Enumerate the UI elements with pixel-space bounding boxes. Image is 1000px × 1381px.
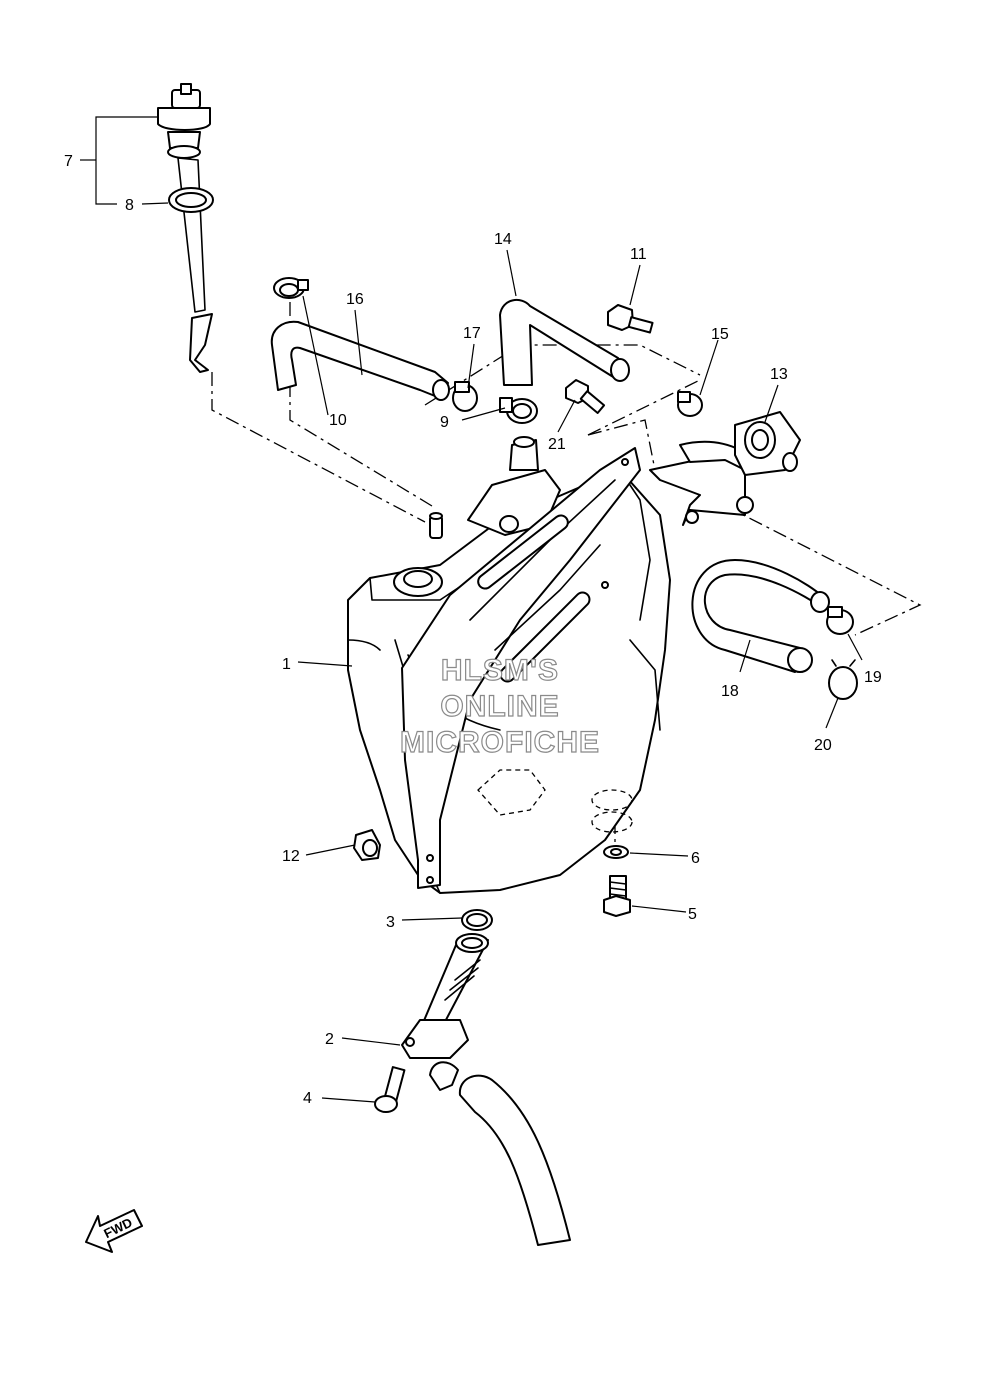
callout-17: 17 xyxy=(463,325,481,342)
o-ring-3 xyxy=(461,909,493,931)
grommet-12 xyxy=(353,829,381,861)
hose-clamp-10 xyxy=(273,277,309,299)
callout-labels: 7 8 16 17 14 11 15 13 10 9 21 1 18 19 20… xyxy=(64,153,882,1107)
watermark-line-3: MICROFICHE xyxy=(400,726,600,759)
callout-5: 5 xyxy=(688,906,697,923)
dipstick-o-ring xyxy=(168,187,214,213)
leader-lines xyxy=(80,116,863,1103)
callout-6: 6 xyxy=(691,850,700,867)
hose-clamp-15 xyxy=(677,391,703,417)
hose-clamp-19 xyxy=(826,606,854,635)
callout-12: 12 xyxy=(282,848,300,865)
forward-direction-arrow: FWD xyxy=(85,1209,143,1253)
callout-11: 11 xyxy=(630,246,647,263)
bolt-11 xyxy=(607,304,654,334)
breather-valve-assembly xyxy=(649,411,801,526)
watermark-line-2: ONLINE xyxy=(440,690,559,723)
lower-hose xyxy=(458,1074,571,1246)
callout-19: 19 xyxy=(864,669,882,686)
callout-1: 1 xyxy=(282,656,291,673)
bolt-21 xyxy=(565,379,606,414)
callout-3: 3 xyxy=(386,914,395,931)
callout-10: 10 xyxy=(329,412,347,429)
dipstick xyxy=(157,83,213,373)
callout-16: 16 xyxy=(346,291,364,308)
callout-4: 4 xyxy=(303,1090,312,1107)
callout-20: 20 xyxy=(814,737,832,754)
bolt-4 xyxy=(374,1066,406,1113)
callout-14: 14 xyxy=(494,231,512,248)
watermark-line-1: HLSM'S xyxy=(441,654,559,687)
drain-bolt-5 xyxy=(603,875,631,917)
oil-tank xyxy=(347,436,671,894)
cap-20 xyxy=(828,659,858,700)
callout-9: 9 xyxy=(440,414,449,431)
callout-2: 2 xyxy=(325,1031,334,1048)
breather-hose-14 xyxy=(499,298,630,386)
washer-6 xyxy=(603,845,629,859)
callout-21: 21 xyxy=(548,436,566,453)
callout-7: 7 xyxy=(64,153,73,170)
hose-clamp-9 xyxy=(499,397,538,424)
callout-8: 8 xyxy=(125,197,134,214)
callout-15: 15 xyxy=(711,326,729,343)
callout-13: 13 xyxy=(770,366,788,383)
hose-clamp-17 xyxy=(452,381,478,412)
callout-18: 18 xyxy=(721,683,739,700)
oil-strainer xyxy=(401,933,489,1091)
hose-18 xyxy=(691,559,830,673)
watermark: HLSM'S ONLINE MICROFICHE xyxy=(399,653,600,759)
